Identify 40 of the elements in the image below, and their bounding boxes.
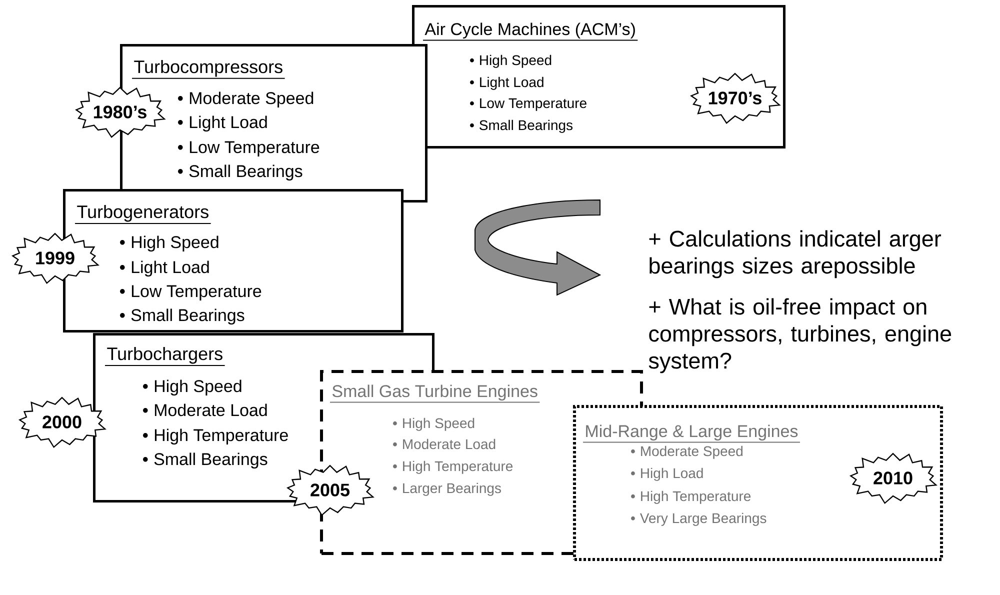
- list-item: High Temperature: [403, 460, 513, 474]
- list-item: High Speed: [132, 236, 218, 252]
- list-item: High Speed: [403, 418, 474, 431]
- list-item: Low Temperature: [190, 141, 320, 157]
- box-heading: Air Cycle Machines (ACM’s): [422, 22, 638, 41]
- year-starburst: 2000: [18, 396, 106, 448]
- box-heading: Mid-Range & Large Engines: [582, 424, 800, 443]
- list-item: High Temperature: [154, 428, 288, 445]
- year-starburst: 1999: [11, 232, 100, 284]
- box-heading: Turbocompressors: [132, 60, 286, 79]
- list-item: Larger Bearings: [403, 482, 501, 496]
- timeline-box: [573, 405, 944, 561]
- list-item: Small Bearings: [480, 120, 573, 133]
- list-item: Small Bearings: [131, 308, 244, 325]
- year-starburst: 1980’s: [75, 86, 166, 138]
- list-item: Moderate Speed: [190, 92, 314, 108]
- note-text: + Calculations indicatel arger bearings sizes arepossible: [649, 230, 942, 278]
- timeline-box: [412, 5, 786, 148]
- box-heading: Small Gas Turbine Engines: [330, 384, 540, 403]
- list-item: Light Load: [132, 260, 209, 277]
- list-item: High Speed: [154, 380, 242, 396]
- list-item: Moderate Load: [403, 438, 496, 450]
- note-text: + What is oil-free impact on compressors, turbines, engine system?: [648, 298, 952, 374]
- list-item: Very Large Bearings: [640, 512, 766, 526]
- year-starburst: 2010: [849, 452, 938, 504]
- list-item: Small Bearings: [189, 164, 302, 181]
- box-heading: Turbochargers: [104, 346, 226, 366]
- list-item: High Load: [641, 468, 703, 481]
- list-item: Moderate Speed: [641, 446, 742, 459]
- box-heading: Turbogenerators: [74, 204, 212, 224]
- year-starburst: 2005: [286, 464, 374, 516]
- list-item: High Temperature: [641, 490, 751, 504]
- list-item: Small Bearings: [154, 452, 268, 469]
- list-item: Low Temperature: [480, 98, 586, 111]
- year-starburst: 1970’s: [690, 72, 781, 124]
- list-item: High Speed: [480, 54, 552, 68]
- list-item: Light Load: [480, 76, 544, 90]
- list-item: Low Temperature: [132, 285, 262, 301]
- list-item: Moderate Load: [154, 404, 267, 416]
- list-item: Light Load: [190, 116, 267, 132]
